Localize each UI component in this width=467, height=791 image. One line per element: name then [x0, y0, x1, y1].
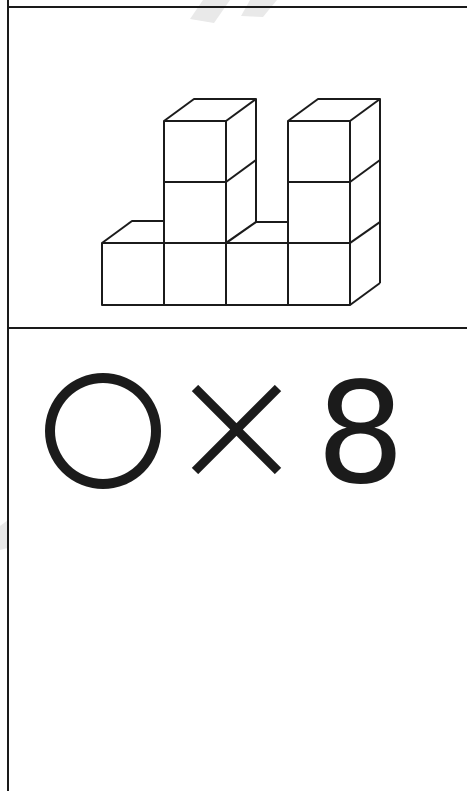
cube-stack-figure [102, 99, 380, 305]
multiply-icon [195, 388, 278, 471]
equation [50, 378, 278, 484]
multiplier-number: 8 [316, 365, 416, 505]
blank-circle [50, 378, 156, 484]
